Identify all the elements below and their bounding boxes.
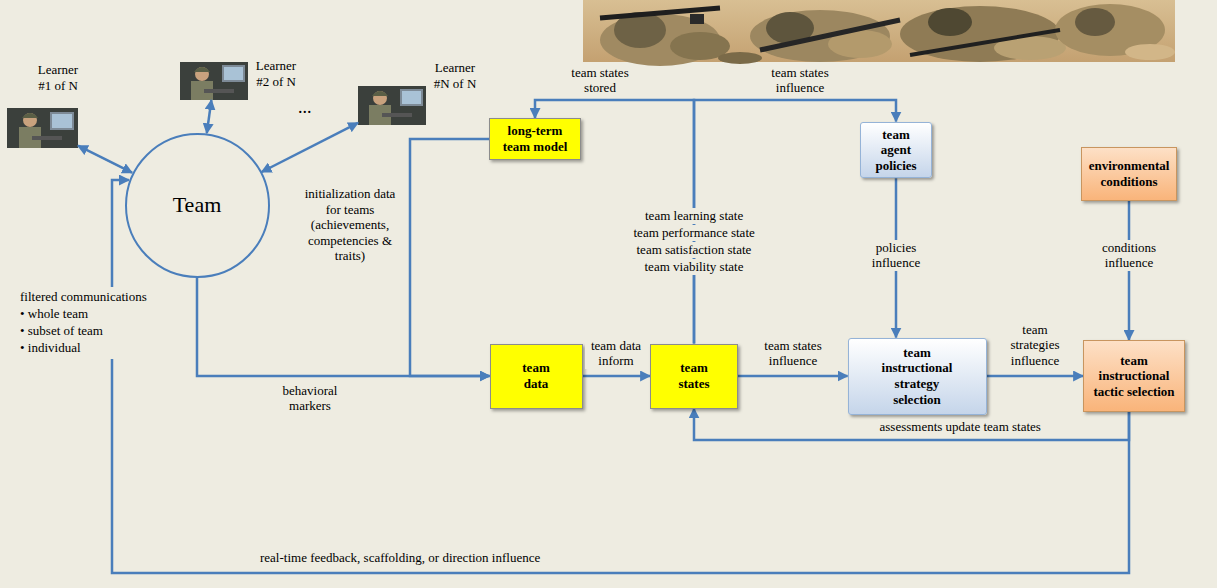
illustration-part xyxy=(22,113,38,118)
node-text: Learner #1 of N xyxy=(30,62,86,95)
illustration-part xyxy=(690,14,704,24)
illustration-part xyxy=(373,91,387,105)
policy-box: team agent policies xyxy=(860,122,932,179)
illustration-part xyxy=(1125,44,1175,60)
edge-label: policies influence xyxy=(865,240,927,271)
data-box: team data xyxy=(490,344,583,409)
illustration-part xyxy=(372,91,388,96)
learner-photo xyxy=(358,86,426,125)
illustration-part xyxy=(358,86,426,125)
illustration-part xyxy=(402,91,421,104)
node-text: team agent policies xyxy=(866,127,926,174)
learner-photo xyxy=(180,62,248,100)
ellipsis-label: ... xyxy=(296,97,314,119)
strategy-box: team instructional strategy selection xyxy=(848,338,987,415)
soldier-photo xyxy=(583,0,1175,66)
conditions-box: environmental conditions xyxy=(1081,147,1177,201)
node-text: team instructional strategy selection xyxy=(875,345,960,407)
state-label: team satisfaction state xyxy=(635,242,754,258)
node-text: team data xyxy=(514,360,559,391)
node-text: Learner #2 of N xyxy=(248,58,304,91)
edge-label: real-time feedback, scaffolding, or dire… xyxy=(258,550,542,566)
illustration-part xyxy=(718,52,762,64)
connector xyxy=(197,278,490,377)
connector xyxy=(738,375,848,378)
connector xyxy=(410,139,490,376)
learner-picture: Learner #1 of N xyxy=(7,108,78,148)
illustration-part xyxy=(382,113,412,117)
note-text: • subset of team xyxy=(20,323,147,340)
illustration-part xyxy=(1075,8,1115,36)
connector xyxy=(262,123,358,172)
illustration-part xyxy=(224,67,243,80)
state-label: team viability state xyxy=(643,259,746,275)
edge-label: team states influence xyxy=(757,338,829,369)
node-text: team states xyxy=(669,360,719,391)
connector xyxy=(987,375,1084,378)
learner-photo xyxy=(7,108,78,148)
node-text: Learner #N of N xyxy=(427,60,483,93)
connector xyxy=(583,375,651,378)
illustration-part xyxy=(52,114,72,128)
edge-label: behavioral markers xyxy=(273,383,348,414)
edge-label: team strategies influence xyxy=(1004,322,1066,369)
node-text: Team xyxy=(173,192,222,218)
illustration-part xyxy=(32,136,62,140)
note-text: • whole team xyxy=(20,306,147,323)
model-box: long-term team model xyxy=(489,118,581,160)
illustration-part xyxy=(23,113,37,127)
illustration-part xyxy=(928,8,972,36)
illustration-part xyxy=(50,112,74,130)
node-text: long-term team model xyxy=(495,123,575,154)
illustration-part xyxy=(180,62,248,100)
team-circle: Team xyxy=(125,133,270,278)
illustration-part xyxy=(400,89,423,106)
node-text: team instructional tactic selection xyxy=(1092,353,1177,400)
learner-picture: Learner #N of N xyxy=(358,86,426,125)
learner-picture: Learner #2 of N xyxy=(180,62,248,100)
edge-label: assessments update team states xyxy=(878,419,1043,435)
illustration-part xyxy=(760,20,900,50)
edge-label: conditions influence xyxy=(1094,240,1164,271)
node-text: environmental conditions xyxy=(1086,158,1172,189)
note-text: filtered communications xyxy=(20,289,147,306)
edge-label: team data inform xyxy=(585,338,647,369)
illustration-part xyxy=(204,89,234,93)
edge-label: team states stored xyxy=(564,65,636,96)
illustration-part xyxy=(7,108,78,148)
note-group: filtered communications• whole team• sub… xyxy=(16,287,151,359)
state-label: team learning state xyxy=(643,208,745,224)
state-box: team states xyxy=(650,344,738,409)
connector xyxy=(207,100,212,133)
illustration-part xyxy=(194,67,210,72)
illustration-part xyxy=(222,65,245,82)
edge-label: initialization data for teams (achieveme… xyxy=(303,186,398,264)
state-label: team performance state xyxy=(632,225,757,241)
edge-label: team states influence xyxy=(760,65,840,96)
tactic-box: team instructional tactic selection xyxy=(1083,340,1185,412)
connector xyxy=(78,146,132,173)
illustration-part xyxy=(195,67,209,81)
note-text: • individual xyxy=(20,340,147,357)
connector xyxy=(112,180,1129,573)
illustration-part xyxy=(910,30,1060,55)
